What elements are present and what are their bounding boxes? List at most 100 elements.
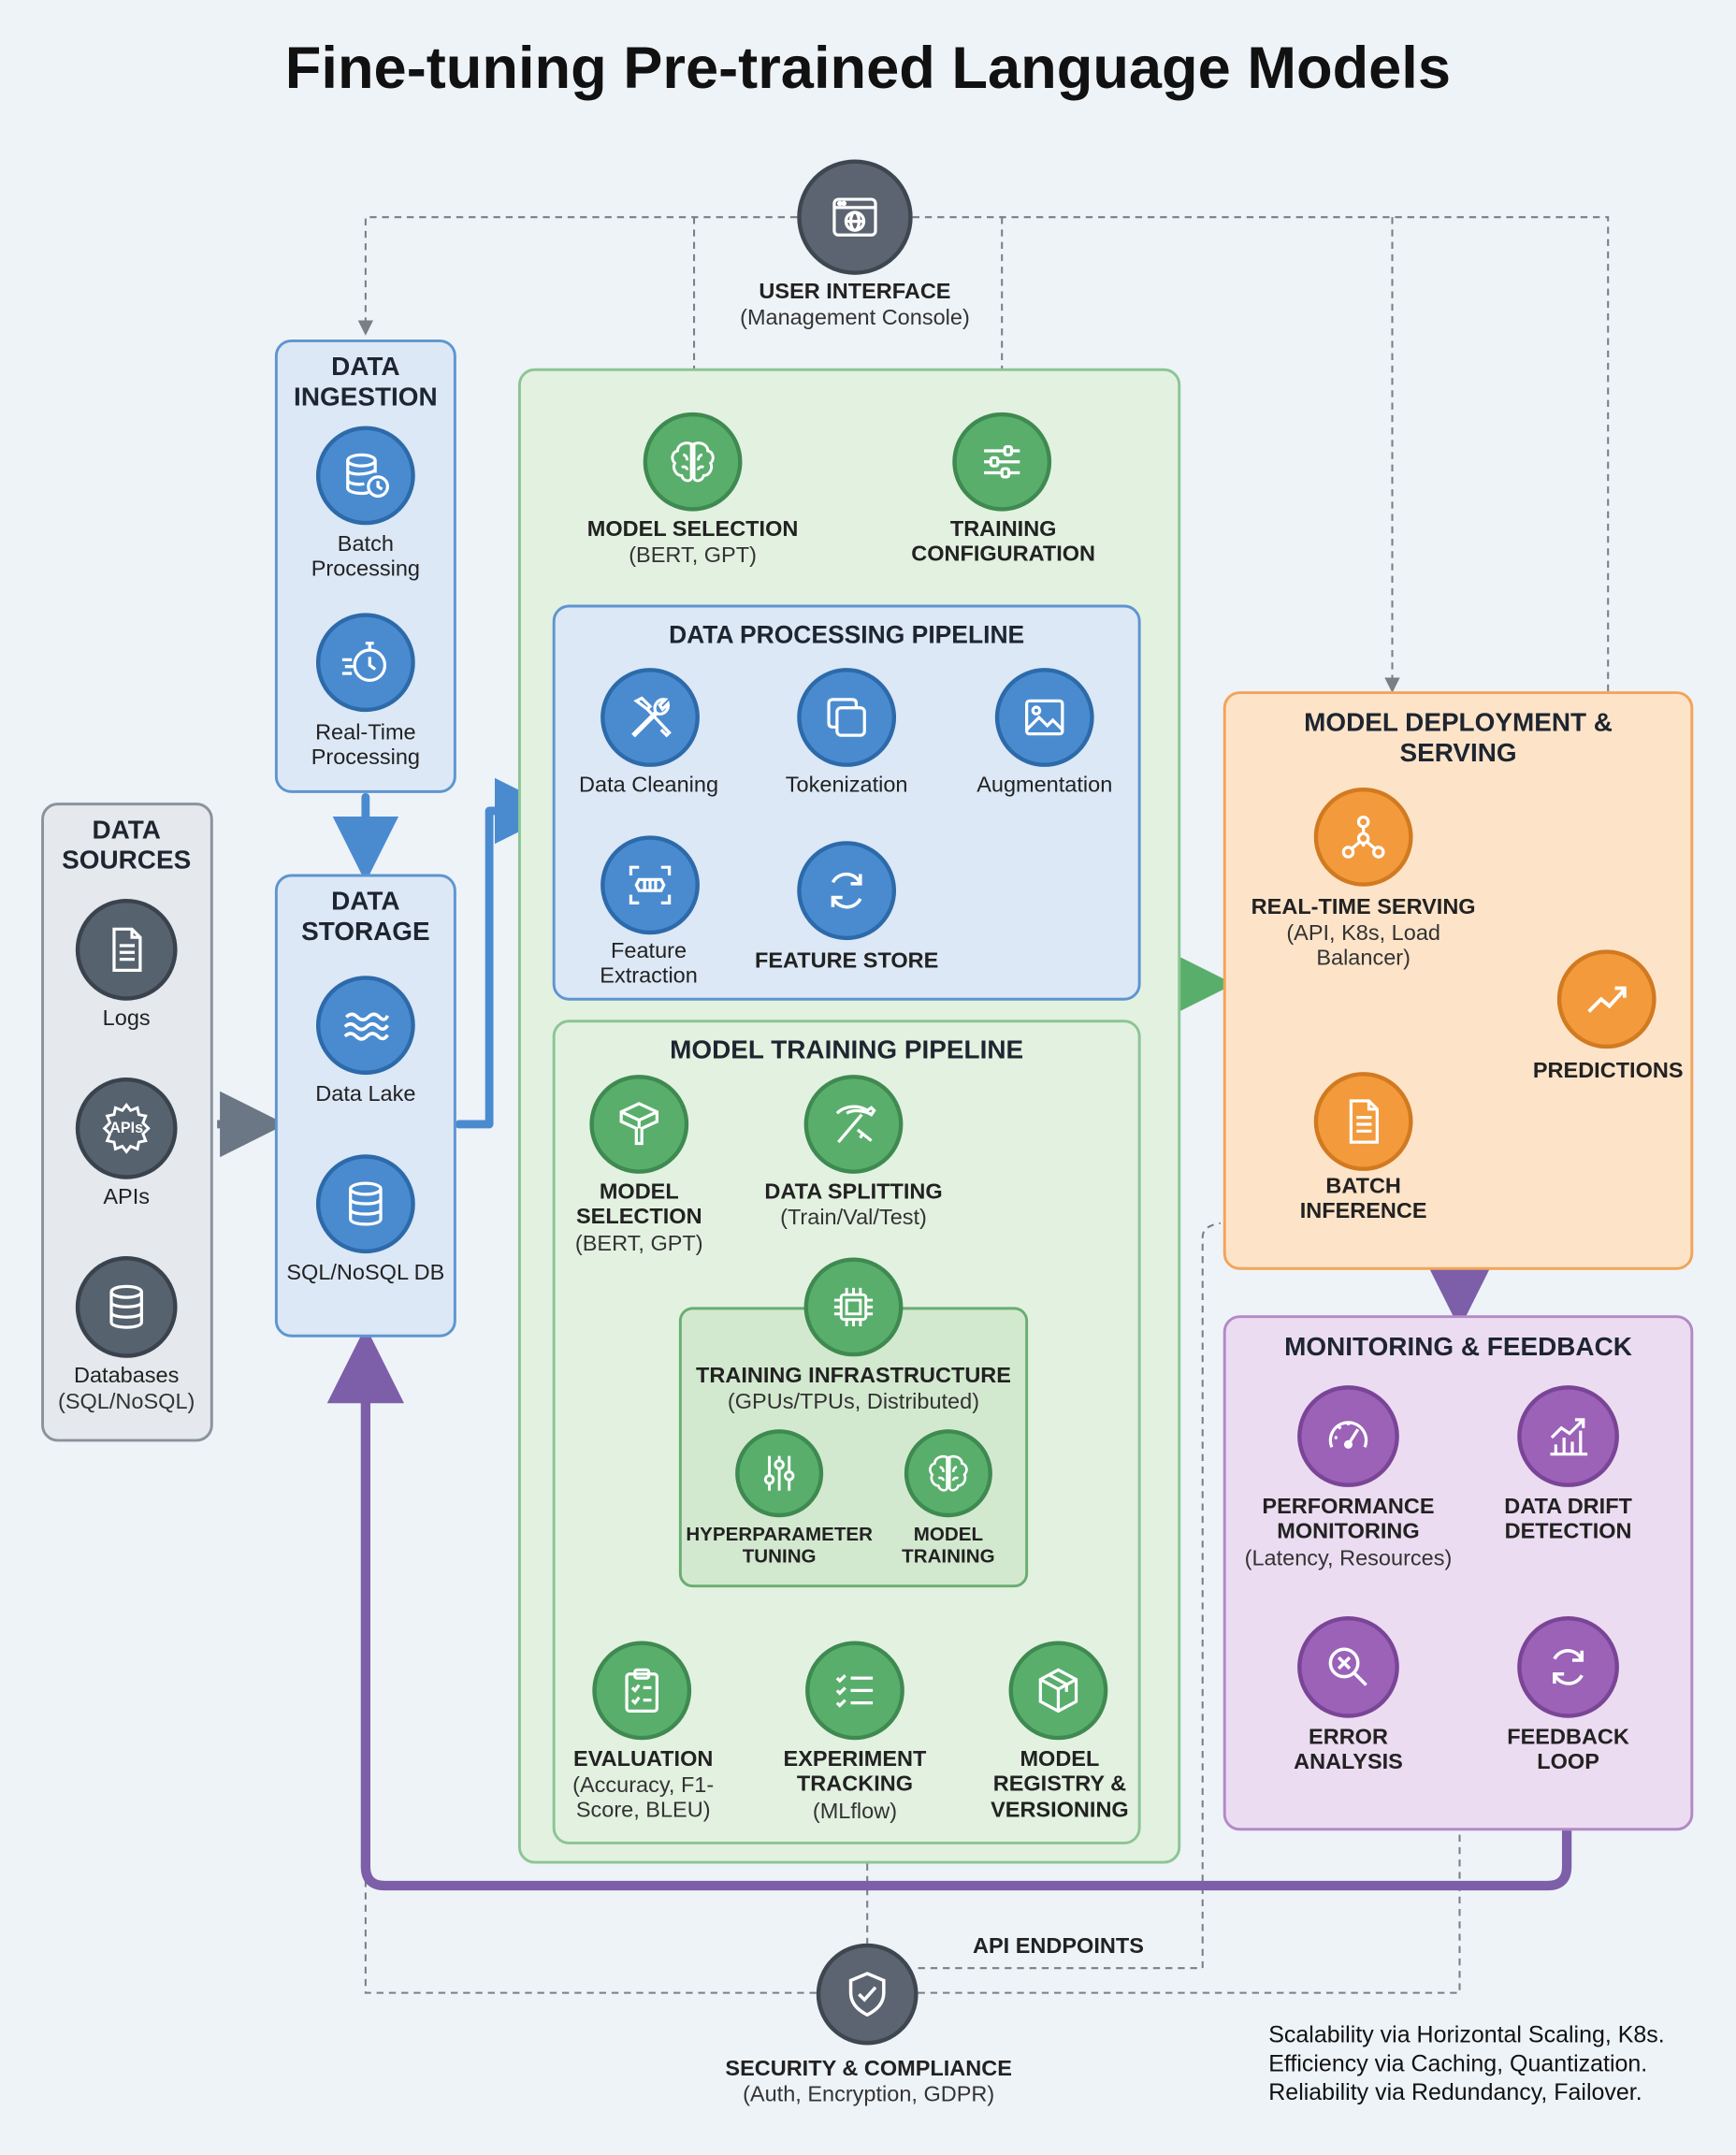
training-configuration-node[interactable]: [952, 412, 1052, 512]
experiment-tracking-node[interactable]: [805, 1641, 904, 1741]
brain-icon: [671, 441, 715, 483]
tokenization-label: Tokenization: [785, 774, 908, 798]
apis-node[interactable]: APIs: [75, 1078, 178, 1179]
logs-label: Logs: [102, 1007, 151, 1032]
tokenization-node[interactable]: [797, 668, 897, 767]
data-drift-detection-node[interactable]: [1517, 1385, 1619, 1487]
batch-inference-node[interactable]: [1313, 1072, 1413, 1171]
data-ingestion-title: DATA INGESTION: [294, 353, 438, 412]
apis-gear-icon: [102, 1102, 151, 1154]
performance-monitoring-node[interactable]: [1297, 1385, 1399, 1487]
wrench-screwdriver-icon: [631, 696, 672, 738]
feature-store-label: FEATURE STORE: [754, 949, 939, 974]
feature-extraction-label: Feature Extraction: [600, 940, 698, 990]
deployment-title: MODEL DEPLOYMENT & SERVING: [1304, 709, 1613, 769]
databases-node[interactable]: [75, 1256, 178, 1358]
batch-inference-label: BATCH INFERENCE: [1299, 1175, 1427, 1224]
data-splitting-label: DATA SPLITTING: [764, 1180, 943, 1205]
feature-extraction-node[interactable]: [600, 835, 700, 935]
apis-label: APIs: [103, 1186, 151, 1210]
performance-monitoring-label: PERFORMANCE MONITORING: [1262, 1495, 1435, 1544]
model-selection-top-sub: (BERT, GPT): [629, 543, 757, 568]
stopwatch-icon: [341, 642, 387, 682]
training-infrastructure-node[interactable]: [803, 1257, 904, 1357]
evaluation-label: EVALUATION: [573, 1748, 714, 1772]
network-icon: [1341, 815, 1385, 859]
logs-node[interactable]: [75, 898, 178, 1001]
data-cleaning-label: Data Cleaning: [579, 774, 719, 798]
model-training-title: MODEL TRAINING PIPELINE: [670, 1035, 1024, 1065]
magnifier-x-icon: [1328, 1647, 1367, 1686]
database-clock-icon: [346, 453, 389, 499]
data-splitting-node[interactable]: [803, 1075, 904, 1174]
clipboard-icon: [625, 1668, 658, 1714]
data-processing-title: DATA PROCESSING PIPELINE: [669, 621, 1025, 649]
training-infrastructure-sub: (GPUs/TPUs, Distributed): [727, 1391, 980, 1415]
sql-nosql-db-node[interactable]: [315, 1154, 415, 1254]
gauge-icon: [1328, 1421, 1368, 1449]
data-cleaning-node[interactable]: [600, 668, 700, 767]
hyperparameter-tuning-node[interactable]: [735, 1429, 824, 1518]
shield-check-icon: [848, 1972, 886, 2018]
experiment-tracking-sub: (MLflow): [812, 1800, 898, 1824]
data-ingestion-panel: [274, 339, 456, 793]
sliders-icon: [984, 444, 1020, 479]
document-icon: [112, 927, 142, 973]
checklist-icon: [835, 1674, 874, 1708]
error-analysis-node[interactable]: [1297, 1616, 1399, 1718]
browser-globe-icon: [832, 197, 877, 237]
trend-up-icon: [1587, 986, 1627, 1013]
squares-icon: [827, 698, 866, 737]
model-selection-top-node[interactable]: [643, 412, 743, 512]
monitoring-title: MONITORING & FEEDBACK: [1284, 1333, 1632, 1363]
training-configuration-label: TRAINING CONFIGURATION: [911, 517, 1096, 567]
predictions-label: PREDICTIONS: [1532, 1059, 1684, 1083]
security-compliance-sub: (Auth, Encryption, GDPR): [743, 2083, 995, 2107]
database-icon: [109, 1284, 143, 1329]
sql-nosql-db-label: SQL/NoSQL DB: [286, 1261, 445, 1285]
real-time-serving-node[interactable]: [1313, 787, 1413, 887]
refresh-icon: [1553, 1649, 1584, 1685]
model-registry-node[interactable]: [1008, 1641, 1108, 1741]
security-compliance-node[interactable]: [816, 1943, 919, 2046]
feedback-loop-node[interactable]: [1517, 1616, 1619, 1718]
page-title: Fine-tuning Pre-trained Language Models: [284, 36, 1452, 102]
user-interface-sub: (Management Console): [740, 306, 970, 330]
model-selection-label: MODEL SELECTION: [576, 1180, 702, 1230]
data-lake-label: Data Lake: [315, 1082, 416, 1106]
predictions-node[interactable]: [1556, 949, 1656, 1049]
experiment-tracking-label: EXPERIMENT TRACKING: [783, 1748, 927, 1798]
monitoring-panel: [1222, 1315, 1694, 1831]
real-time-serving-label: REAL-TIME SERVING: [1251, 896, 1476, 920]
api-endpoints-label: API ENDPOINTS: [972, 1934, 1144, 1959]
feature-store-node[interactable]: [797, 841, 897, 941]
pickaxe-icon: [835, 1105, 876, 1144]
note-efficiency: Efficiency via Caching, Quantization.: [1268, 2050, 1648, 2077]
augmentation-label: Augmentation: [976, 774, 1113, 798]
evaluation-sub: (Accuracy, F1-Score, BLEU): [572, 1773, 715, 1823]
data-splitting-sub: (Train/Val/Test): [780, 1207, 927, 1231]
performance-monitoring-sub: (Latency, Resources): [1244, 1547, 1453, 1571]
batch-processing-node[interactable]: [315, 426, 415, 526]
waves-icon: [343, 1012, 390, 1041]
databases-sub: (SQL/NoSQL): [58, 1391, 195, 1415]
model-selection-top-label: MODEL SELECTION: [586, 517, 799, 542]
data-storage-title: DATA STORAGE: [301, 888, 430, 947]
augmentation-node[interactable]: [994, 668, 1094, 767]
image-icon: [1025, 699, 1064, 736]
document-icon: [1349, 1099, 1379, 1144]
real-time-processing-label: Real-Time Processing: [311, 721, 421, 771]
package-icon: [1038, 1668, 1078, 1714]
scan-icon: [629, 865, 672, 905]
model-training-node[interactable]: [904, 1429, 992, 1518]
user-interface-node[interactable]: [797, 159, 913, 275]
data-lake-node[interactable]: [315, 976, 415, 1076]
error-analysis-label: ERROR ANALYSIS: [1294, 1726, 1403, 1775]
hyperparameter-tuning-label: HYPERPARAMETER TUNING: [686, 1523, 873, 1568]
apis-badge: APIs: [109, 1120, 144, 1137]
chip-icon: [833, 1287, 874, 1326]
database-icon: [349, 1181, 383, 1226]
evaluation-node[interactable]: [592, 1641, 692, 1741]
model-selection-node[interactable]: [589, 1075, 689, 1174]
real-time-processing-node[interactable]: [315, 613, 415, 713]
